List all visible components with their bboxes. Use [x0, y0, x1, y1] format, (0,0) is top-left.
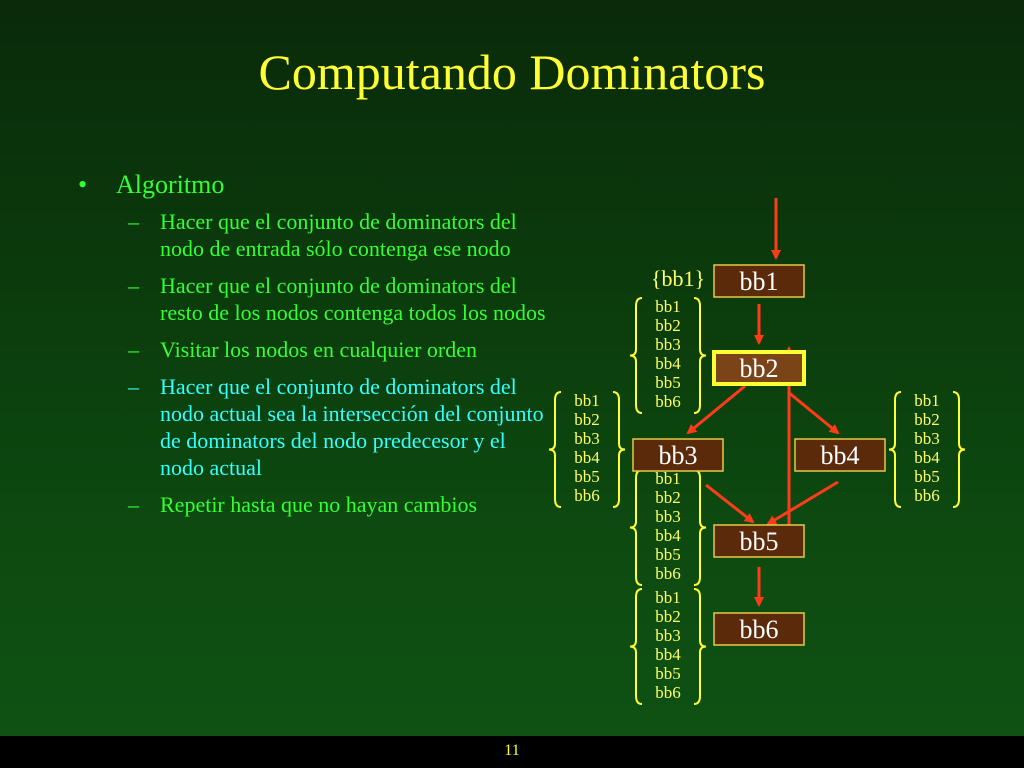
set-item: bb6: [655, 392, 681, 411]
node-box: [713, 524, 805, 558]
bullet-marker: •: [78, 170, 88, 199]
set-item: bb2: [655, 488, 681, 507]
close-brace: [693, 588, 707, 705]
sub-bullet-marker: –: [128, 337, 139, 362]
sub-bullet-marker: –: [128, 273, 139, 298]
node-bb5: bb5: [713, 524, 805, 558]
sub-bullet-item: –Hacer que el conjunto de dominators del…: [78, 373, 548, 481]
node-box: [713, 264, 805, 298]
sub-bullet-item: –Hacer que el conjunto de dominators del…: [78, 272, 548, 326]
close-brace: [952, 391, 966, 508]
slide-title: Computando Dominators: [258, 44, 766, 100]
bullet-list: • Algoritmo –Hacer que el conjunto de do…: [78, 170, 548, 528]
sub-bullet-list: –Hacer que el conjunto de dominators del…: [78, 208, 548, 518]
node-bb1: bb1: [713, 264, 805, 298]
close-brace: [693, 297, 707, 414]
set-item: bb2: [574, 410, 600, 429]
sub-bullet-item: –Hacer que el conjunto de dominators del…: [78, 208, 548, 262]
set-item: bb3: [914, 429, 940, 448]
open-brace: [888, 391, 902, 508]
node-bb3: bb3: [632, 438, 724, 472]
set-item: bb3: [655, 335, 681, 354]
set-item: bb2: [914, 410, 940, 429]
sub-bullet-text: Hacer que el conjunto de dominators del …: [160, 209, 517, 261]
set-item: bb3: [655, 507, 681, 526]
set-item: bb6: [574, 486, 600, 505]
sub-bullet-item: –Repetir hasta que no hayan cambios: [78, 491, 548, 518]
entry-set-label: {bb1}: [651, 266, 705, 291]
set-item: bb3: [574, 429, 600, 448]
page-number: 11: [504, 742, 520, 759]
node-label: bb2: [740, 354, 779, 383]
edge-bb2-bb3: [686, 384, 746, 435]
edge-bb4-bb5: [766, 480, 839, 526]
set-item: bb5: [574, 467, 600, 486]
set-item: bb4: [655, 526, 681, 545]
set-item: bb1: [655, 469, 681, 488]
set-item: bb5: [914, 467, 940, 486]
set-item: bb4: [655, 645, 681, 664]
set-item: bb5: [655, 664, 681, 683]
set-item: bb2: [655, 607, 681, 626]
set-item: bb6: [655, 683, 681, 702]
node-box: [712, 350, 806, 386]
node-label: bb6: [740, 615, 779, 644]
node-label: bb3: [659, 441, 698, 470]
set-item: bb1: [574, 391, 600, 410]
sub-bullet-text: Repetir hasta que no hayan cambios: [160, 492, 478, 517]
open-brace: [629, 297, 643, 414]
set-item: bb4: [914, 448, 940, 467]
node-box: [632, 438, 724, 472]
node-label: bb1: [740, 267, 779, 296]
set-item: bb4: [655, 354, 681, 373]
edge-bb3-bb5: [705, 483, 755, 524]
node-label: bb4: [821, 441, 860, 470]
sub-bullet-marker: –: [128, 209, 139, 234]
open-brace: [548, 391, 562, 508]
main-bullet-text: Algoritmo: [116, 170, 225, 199]
node-bb2: bb2: [712, 350, 806, 386]
main-bullet: • Algoritmo: [78, 170, 548, 200]
sub-bullet-text: Hacer que el conjunto de dominators del …: [160, 374, 544, 480]
dominator-sets-layer: bb1bb2bb3bb4bb5bb6bb1bb2bb3bb4bb5bb6bb1b…: [548, 266, 966, 705]
close-brace: [693, 469, 707, 586]
set-item: bb3: [655, 626, 681, 645]
node-box: [713, 612, 805, 646]
open-brace: [629, 469, 643, 586]
set-item: bb6: [914, 486, 940, 505]
set-item: bb1: [914, 391, 940, 410]
set-item: bb5: [655, 545, 681, 564]
sub-bullet-marker: –: [128, 374, 139, 399]
edge-bb2-bb4: [787, 390, 840, 435]
set-item: bb6: [655, 564, 681, 583]
dominator-cfg-diagram: bb1bb2bb3bb4bb5bb6bb1bb2bb3bb4bb5bb6bb1b…: [548, 198, 966, 705]
node-bb6: bb6: [713, 612, 805, 646]
sub-bullet-item: –Visitar los nodos en cualquier orden: [78, 336, 548, 363]
sub-bullet-text: Visitar los nodos en cualquier orden: [160, 337, 477, 362]
open-brace: [629, 588, 643, 705]
node-label: bb5: [740, 527, 779, 556]
close-brace: [612, 391, 626, 508]
set-item: bb1: [655, 297, 681, 316]
sub-bullet-text: Hacer que el conjunto de dominators del …: [160, 273, 546, 325]
node-bb4: bb4: [794, 438, 886, 472]
set-item: bb5: [655, 373, 681, 392]
set-item: bb1: [655, 588, 681, 607]
sub-bullet-marker: –: [128, 492, 139, 517]
footer-bar: 11: [0, 736, 1024, 768]
slide: Computando Dominators • Algoritmo –Hacer…: [78, 44, 966, 705]
set-item: bb4: [574, 448, 600, 467]
set-item: bb2: [655, 316, 681, 335]
node-box: [794, 438, 886, 472]
